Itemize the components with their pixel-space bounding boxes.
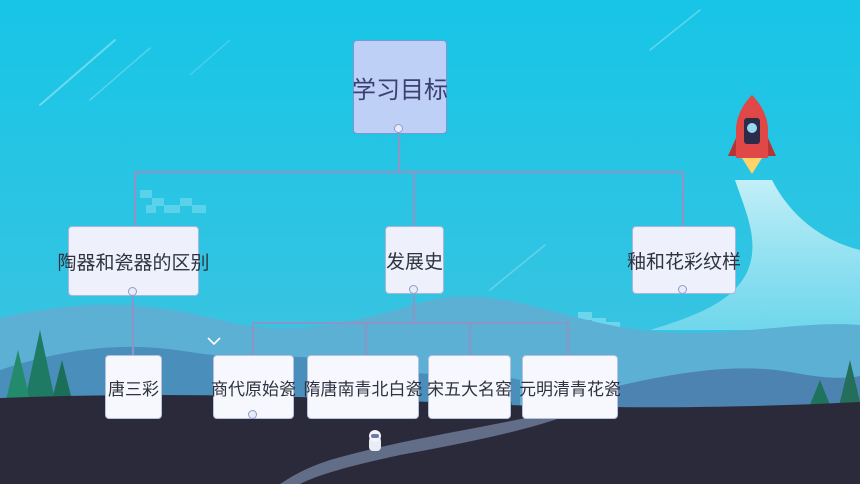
- astronaut-icon: [369, 430, 381, 451]
- rocket-trail: [650, 180, 860, 330]
- leaf-label: 商代原始瓷: [211, 379, 296, 400]
- leaf-node-tang-sancai[interactable]: 唐三彩: [105, 355, 162, 419]
- leaf-node-blue-white-porcelain[interactable]: 元明清青花瓷: [519, 355, 621, 419]
- branch-node-glaze[interactable]: 釉和花彩纹样: [627, 226, 741, 294]
- pixel-cloud-left: [140, 190, 206, 213]
- branch-label: 陶器和瓷器的区别: [57, 251, 210, 274]
- branch-label: 釉和花彩纹样: [627, 250, 742, 273]
- root-label: 学习目标: [352, 75, 448, 104]
- root-node[interactable]: 学习目标: [352, 40, 448, 134]
- leaf-node-sui-tang-porcelain[interactable]: 隋唐南青北白瓷: [304, 355, 423, 419]
- rocket-icon: [728, 95, 776, 174]
- leaf-label: 宋五大名窑: [427, 379, 512, 400]
- connectors: [131, 135, 685, 355]
- branch-distinction-collapse-handle[interactable]: [128, 287, 137, 296]
- branch-glaze-collapse-handle[interactable]: [678, 285, 687, 294]
- ground-path: [280, 415, 560, 484]
- root-collapse-handle[interactable]: [394, 124, 403, 133]
- leaf-label: 元明清青花瓷: [519, 379, 621, 400]
- leaf-shang-collapse-handle[interactable]: [248, 410, 257, 419]
- pine-trees: [6, 330, 860, 415]
- leaf-label: 唐三彩: [108, 379, 159, 400]
- branch-history-collapse-handle[interactable]: [409, 285, 418, 294]
- branch-node-distinction[interactable]: 陶器和瓷器的区别: [58, 226, 210, 296]
- leaf-label: 隋唐南青北白瓷: [303, 379, 423, 400]
- leaf-node-song-kilns[interactable]: 宋五大名窑: [427, 355, 512, 419]
- branch-label: 发展史: [386, 250, 444, 273]
- branch-node-history[interactable]: 发展史: [385, 226, 444, 294]
- shooting-stars: [39, 9, 701, 291]
- bird-icon: [207, 337, 221, 346]
